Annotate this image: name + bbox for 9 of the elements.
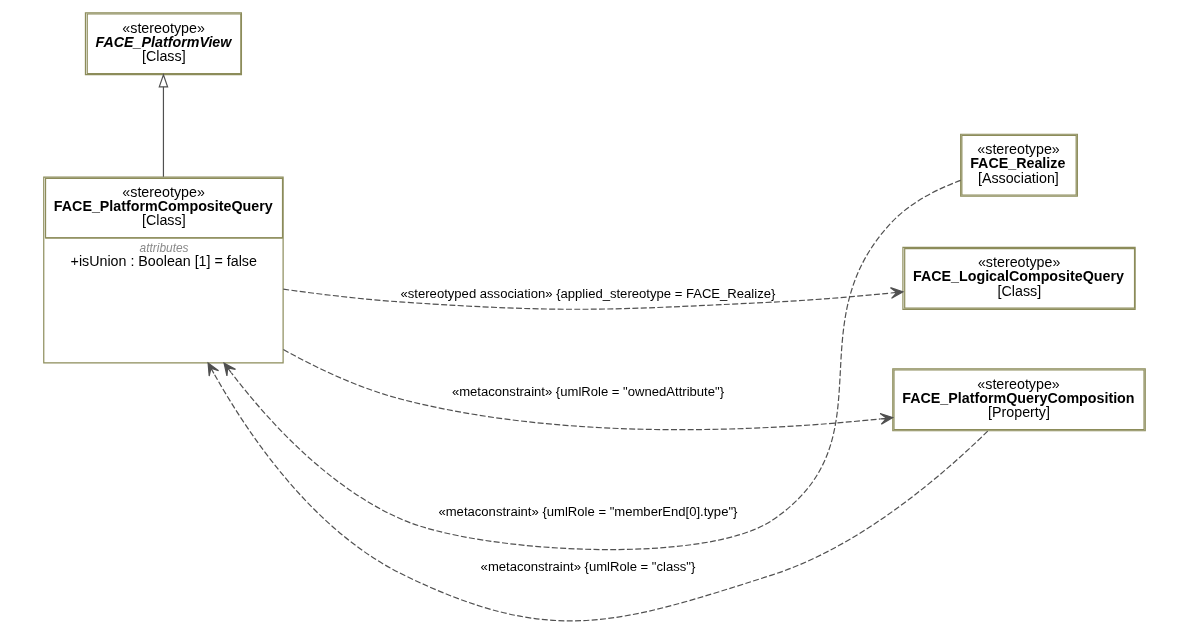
arrow — [282, 287, 903, 310]
arrow — [157, 73, 168, 178]
arrow — [282, 348, 893, 431]
edge-label: «metaconstraint» {umlRole = "ownedAttribute"} — [451, 383, 724, 399]
edge-label: «metaconstraint» {umlRole = "class"} — [480, 559, 695, 575]
arrow — [222, 179, 961, 550]
arrow — [207, 362, 988, 622]
edge-label: «stereotyped association» {applied_stereotype = FACE_Realize} — [400, 286, 775, 302]
edge-label: «metaconstraint» {umlRole = "memberEnd[0].type"} — [437, 504, 737, 520]
